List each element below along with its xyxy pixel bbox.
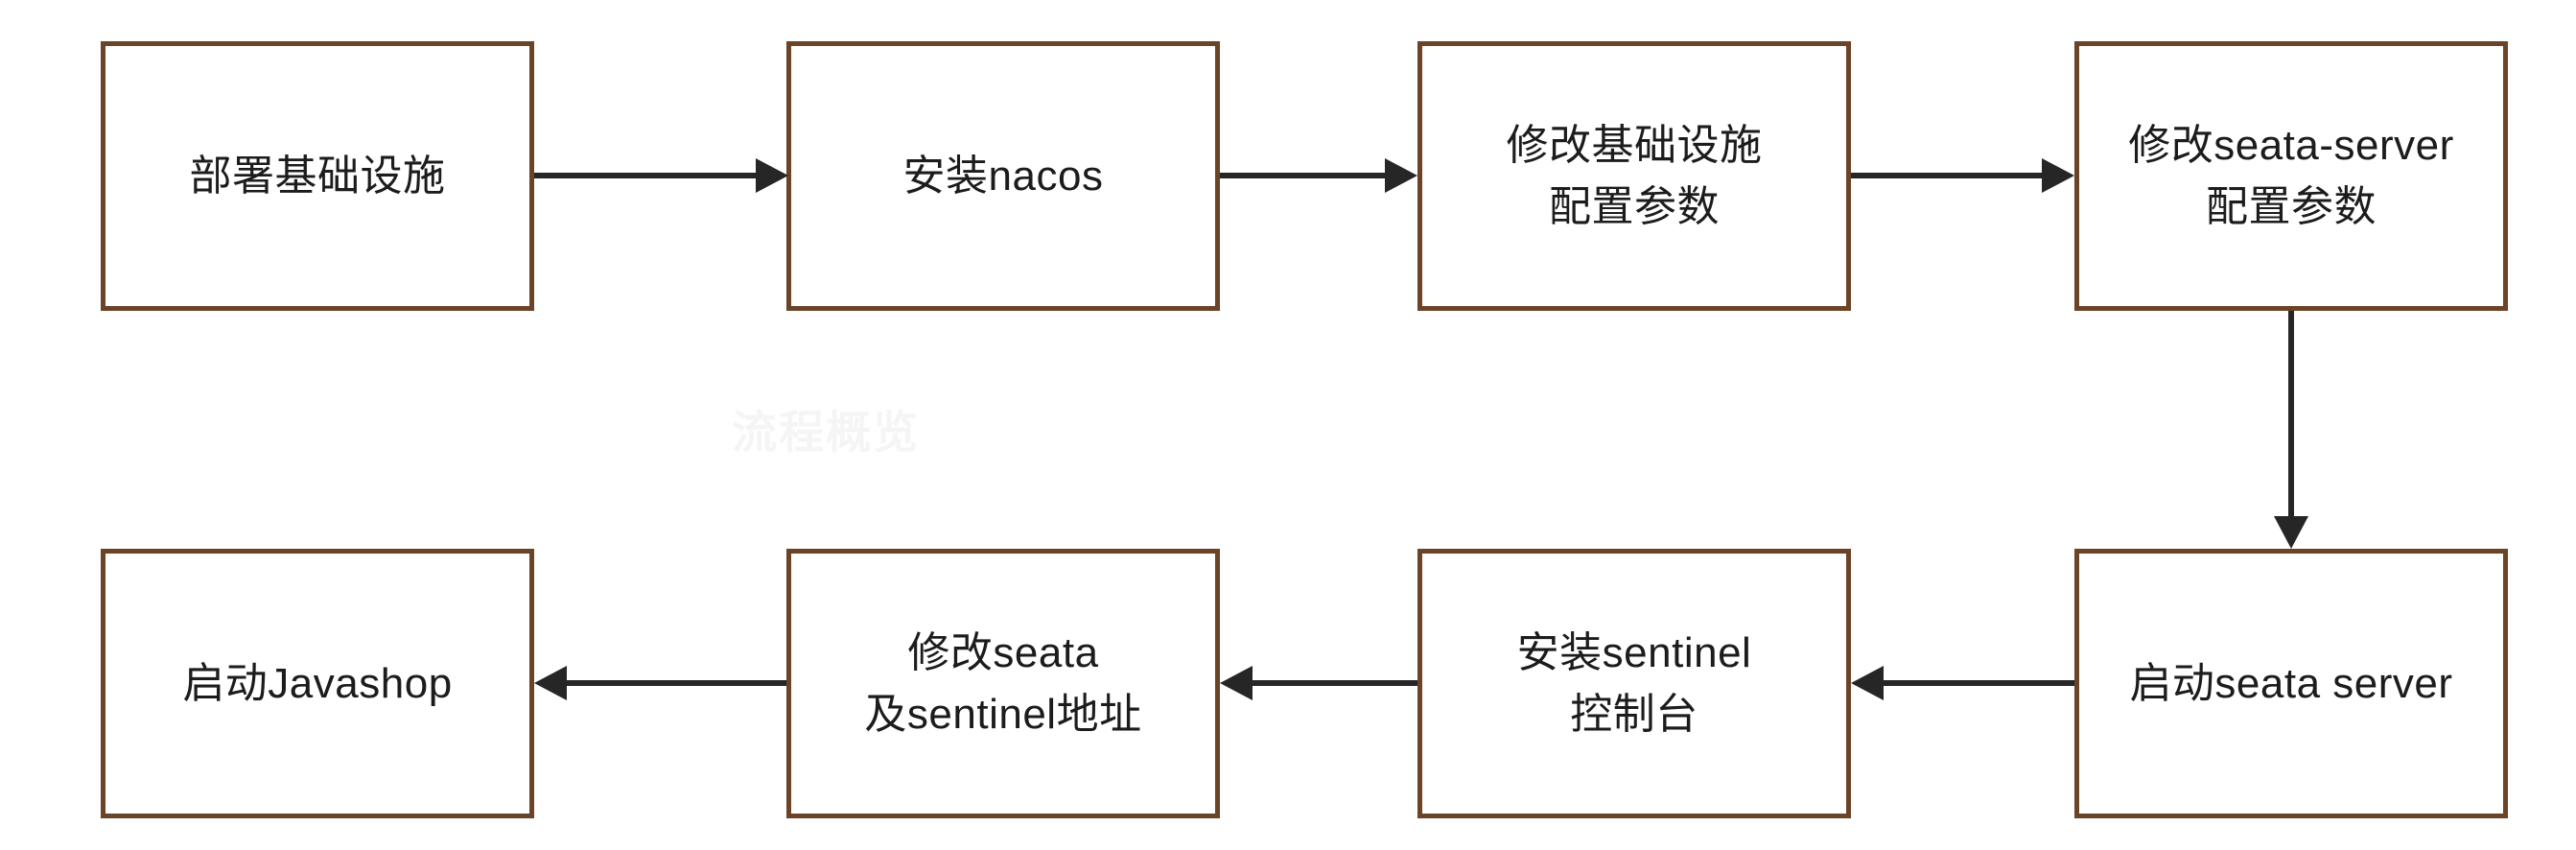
arrow-seata-config-to-start-seata — [2274, 311, 2308, 549]
node-modify-infra-config: 修改基础设施 配置参数 — [1417, 41, 1851, 311]
arrow-line — [2288, 311, 2294, 516]
arrow-line — [567, 680, 786, 686]
arrow-infra-config-to-seata-config — [1851, 158, 2074, 193]
node-label: 修改基础设施 配置参数 — [1506, 121, 1763, 230]
arrow-right-icon — [756, 158, 788, 193]
arrow-left-icon — [534, 666, 567, 700]
node-label: 启动seata server — [2129, 659, 2453, 707]
arrow-line — [534, 173, 756, 178]
node-label: 启动Javashop — [182, 659, 453, 707]
watermark-text: 流程概览 — [732, 407, 920, 458]
node-install-nacos: 安装nacos — [786, 41, 1220, 311]
node-modify-seata-server-config: 修改seata-server 配置参数 — [2074, 41, 2508, 311]
node-label: 安装sentinel 控制台 — [1516, 628, 1752, 738]
arrow-modify-address-to-javashop — [534, 666, 786, 700]
arrow-down-icon — [2274, 516, 2308, 549]
node-start-javashop: 启动Javashop — [101, 549, 534, 818]
arrow-line — [1851, 173, 2042, 178]
node-label: 安装nacos — [902, 152, 1104, 200]
arrow-left-icon — [1220, 666, 1253, 700]
node-label: 修改seata 及sentinel地址 — [864, 628, 1142, 738]
arrow-left-icon — [1851, 666, 1884, 700]
arrow-start-seata-to-sentinel-console — [1851, 666, 2074, 700]
node-start-seata-server: 启动seata server — [2074, 549, 2508, 818]
arrow-deploy-to-nacos — [534, 158, 788, 193]
arrow-right-icon — [2042, 158, 2074, 193]
arrow-line — [1220, 173, 1385, 178]
node-label: 部署基础设施 — [189, 152, 446, 200]
node-modify-seata-sentinel-address: 修改seata 及sentinel地址 — [786, 549, 1220, 818]
arrow-right-icon — [1385, 158, 1417, 193]
node-label: 修改seata-server 配置参数 — [2128, 121, 2454, 230]
arrow-sentinel-console-to-modify-address — [1220, 666, 1417, 700]
node-install-sentinel-console: 安装sentinel 控制台 — [1417, 549, 1851, 818]
node-deploy-infra: 部署基础设施 — [101, 41, 534, 311]
arrow-line — [1253, 680, 1417, 686]
arrow-nacos-to-infra-config — [1220, 158, 1417, 193]
arrow-line — [1884, 680, 2074, 686]
